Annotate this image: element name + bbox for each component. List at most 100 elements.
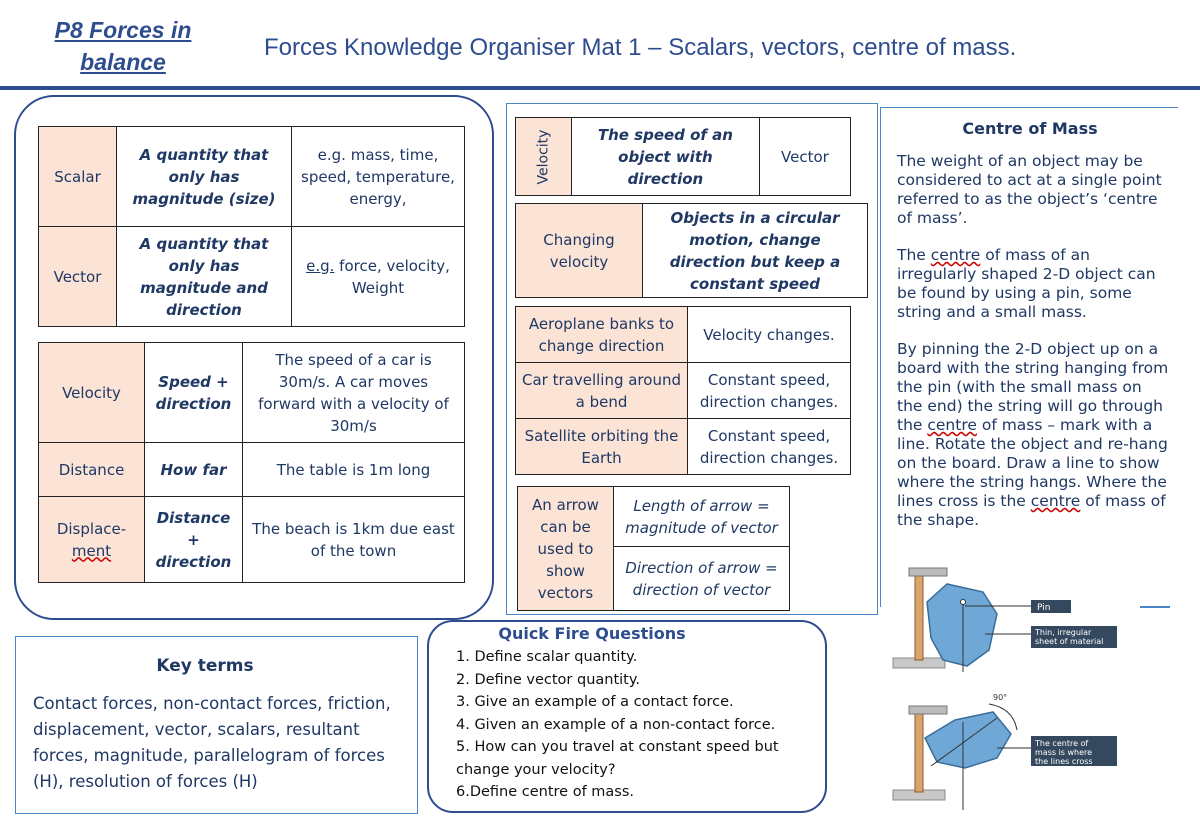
cross-label-line: mass is where (1035, 748, 1092, 757)
sheet-label: Thin, irregular sheet of material (1034, 628, 1103, 646)
table-row: Scalar A quantity that only has magnitud… (38, 126, 465, 227)
quick-fire-list: 1. Define scalar quantity. 2. Define vec… (456, 646, 816, 804)
term-cell: Displace- ment (38, 496, 145, 583)
definition-line3: direction (155, 552, 232, 571)
situation-cell: Car travelling around a bend (515, 362, 688, 419)
result-cell: Constant speed, direction changes. (687, 362, 851, 419)
pin-1 (960, 599, 966, 605)
example-cell: e.g. force, velocity, Weight (291, 226, 465, 327)
definition-cell: The speed of an object with direction (570, 117, 760, 196)
list-item: 6.Define centre of mass. (456, 784, 635, 800)
definition-line2: + (187, 530, 200, 549)
velocity-panel (506, 103, 878, 615)
example-cell: e.g. mass, time, speed, temperature, ene… (291, 126, 465, 227)
cross-label-line: The centre of (1034, 739, 1088, 748)
term-cell: Velocity (38, 342, 145, 443)
text-span: centre (927, 416, 977, 434)
definition-cell: How far (144, 442, 243, 497)
com-paragraph-1: The weight of an object may be considere… (897, 152, 1162, 227)
direction-cell: Direction of arrow = direction of vector (613, 546, 790, 611)
situation-cell: Satellite orbiting the Earth (515, 418, 688, 475)
centre-of-mass-panel (880, 107, 1178, 607)
text-span: centre (930, 246, 981, 264)
velocity-vertical-label: Velocity (535, 129, 552, 184)
text-span: The (897, 246, 931, 264)
irregular-sheet-1 (926, 583, 998, 667)
sheet-label-line: sheet of material (1035, 637, 1103, 646)
table-row: Vector A quantity that only has magnitud… (38, 226, 465, 327)
topic-title-line1: P8 Forces in (54, 17, 192, 43)
text-span: of mass of the shape. (897, 492, 1166, 529)
list-item: change your velocity? (456, 761, 616, 778)
table-row: An arrow can be used to show vectors Len… (517, 486, 790, 611)
definition-cell: Distance + direction (144, 496, 243, 583)
table-row: Car travelling around a bend Constant sp… (515, 362, 851, 419)
scalar-vector-table: Scalar A quantity that only has magnitud… (38, 126, 465, 327)
table-row: Displace- ment Distance + direction The … (38, 496, 465, 583)
table-row: Direction of arrow = direction of vector (518, 546, 790, 611)
text-span: By pinning the 2-D object up on a board … (897, 340, 1169, 434)
quick-fire-panel (427, 620, 827, 813)
cross-label-box (1031, 736, 1117, 766)
table-row: Velocity The speed of an object with dir… (515, 117, 852, 196)
list-item: 2. Define vector quantity. (456, 671, 640, 688)
length-cell: Length of arrow = magnitude of vector (613, 486, 790, 547)
definition-cell: Speed + direction (144, 342, 243, 443)
stand-arm-1 (908, 567, 948, 577)
sheet-label-box (1031, 626, 1117, 648)
header-divider (0, 86, 1200, 90)
type-cell: Vector (758, 117, 852, 196)
cross-label-line: the lines cross (1035, 757, 1093, 766)
key-terms-title: Key terms (156, 656, 254, 676)
term-cell: Velocity (515, 117, 572, 196)
changing-velocity-table: Changing velocity Objects in a circular … (515, 203, 868, 298)
text-span: of mass – mark with a line. Rotate the o… (897, 416, 1168, 510)
velocity-examples-table: Aeroplane banks to change direction Velo… (515, 306, 851, 475)
situation-cell: Aeroplane banks to change direction (515, 306, 688, 363)
list-item: 5. How can you travel at constant speed … (456, 739, 779, 755)
result-cell: Constant speed, direction changes. (687, 418, 851, 475)
term-line2: ment (71, 541, 112, 560)
definition-cell: A quantity that only has magnitude (size… (116, 126, 292, 227)
velocity-definition-table: Velocity The speed of an object with dir… (515, 117, 852, 196)
text-span: of mass of an irregularly shaped 2-D obj… (897, 246, 1156, 321)
centre-of-mass-title: Centre of Mass (962, 119, 1098, 138)
example-cell: The speed of a car is 30m/s. A car moves… (242, 342, 465, 443)
irregular-sheet-2 (924, 711, 1012, 769)
sheet-label-line: Thin, irregular (1034, 628, 1092, 637)
text-span: centre (1030, 492, 1081, 510)
pin-label-box (1031, 600, 1071, 613)
panel-edge (1140, 606, 1170, 608)
definition-cell: A quantity that only has magnitude and d… (116, 226, 292, 327)
quick-fire-title: Quick Fire Questions (498, 624, 686, 643)
com-paragraph-3: By pinning the 2-D object up on a board … (897, 340, 1172, 530)
example-prefix: e.g. (306, 256, 335, 275)
table-row: Distance How far The table is 1m long (38, 442, 465, 497)
topic-title-line2: balance (80, 49, 166, 75)
rotation-arrow (988, 703, 1018, 731)
term-cell: Distance (38, 442, 145, 497)
stand-pole-1 (914, 571, 924, 661)
list-item: 3. Give an example of a contact force. (456, 694, 734, 710)
angle-label: 90° (993, 693, 1007, 702)
vector-arrow-table: An arrow can be used to show vectors Len… (517, 486, 790, 611)
example-cell: The table is 1m long (242, 442, 465, 497)
term-cell: Vector (38, 226, 117, 327)
definition-line1: Distance (156, 508, 231, 527)
centre-of-mass-text: The weight of an object may be considere… (897, 152, 1172, 530)
result-cell: Velocity changes. (687, 306, 851, 363)
table-row: Aeroplane banks to change direction Velo… (515, 306, 851, 363)
example-cell: The beach is 1km due east of the town (242, 496, 465, 583)
stand-arm-2 (908, 705, 948, 715)
example-rest: force, velocity, Weight (334, 256, 450, 297)
table-row: Satellite orbiting the Earth Constant sp… (515, 418, 851, 475)
arrow-label-cell: An arrow can be used to show vectors (517, 486, 614, 611)
term-line1: Displace- (56, 519, 127, 538)
first-line (930, 717, 998, 767)
table-row: Velocity Speed + direction The speed of … (38, 342, 465, 443)
com-paragraph-2: The centre of mass of an irregularly sha… (897, 246, 1172, 322)
scalars-vectors-panel (14, 95, 494, 620)
pin-label: Pin (1037, 603, 1050, 613)
list-item: 1. Define scalar quantity. (456, 649, 638, 665)
centre-of-mass-diagram: Pin Thin, irregular sheet of material 90… (892, 567, 1117, 810)
